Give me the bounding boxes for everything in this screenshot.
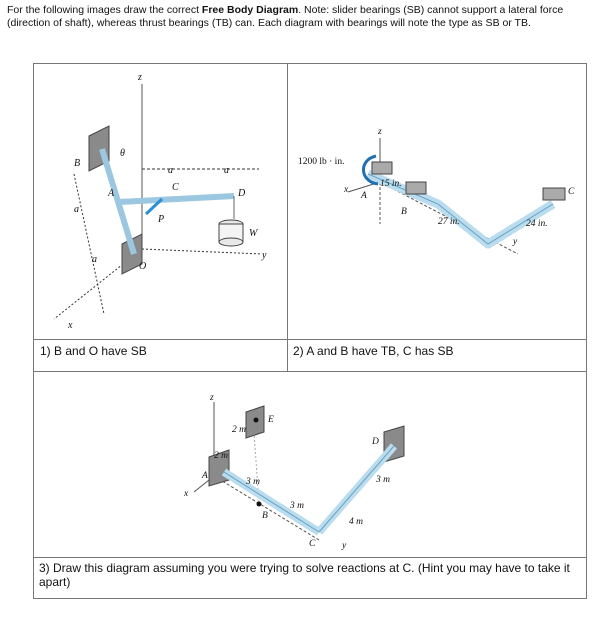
problem-1-caption-cell: 1) B and O have SB bbox=[33, 339, 289, 373]
instructions-suffix: . Note: slider bearings (SB) cannot supp… bbox=[7, 4, 564, 29]
p1-dim-a-4: a bbox=[92, 254, 97, 265]
p1-x-axis-label: x bbox=[67, 320, 73, 331]
p3-label-B: B bbox=[262, 511, 268, 521]
p3-x-axis-label: x bbox=[183, 489, 189, 499]
p2-label-A: A bbox=[360, 191, 367, 201]
p1-label-D: D bbox=[237, 188, 246, 199]
problem-2-caption-cell: 2) A and B have TB, C has SB bbox=[287, 339, 587, 373]
p3-dim-3m-vertical: 3 m bbox=[375, 475, 390, 485]
p2-y-axis-label: y bbox=[512, 237, 518, 247]
p3-z-axis-label: z bbox=[209, 393, 214, 403]
problem-2-figure-cell: 1200 lb · in. z x y A B C 15 in. 27 in. … bbox=[287, 63, 587, 341]
p2-dim-27in: 27 in. bbox=[438, 217, 460, 227]
p3-label-C: C bbox=[309, 539, 316, 549]
p2-label-C: C bbox=[568, 187, 575, 197]
p2-label-B: B bbox=[401, 207, 407, 217]
instructions-prefix: For the following images draw the correc… bbox=[7, 4, 202, 16]
p2-x-axis-label: x bbox=[343, 185, 349, 195]
problem-3-figure-cell: z x y A B C D E 2 m 2 m 3 m 3 m 3 m 4 m bbox=[33, 371, 587, 559]
problem-2-caption: 2) A and B have TB, C has SB bbox=[293, 344, 454, 358]
problem-3-caption-cell: 3) Draw this diagram assuming you were t… bbox=[33, 557, 587, 599]
p1-label-C: C bbox=[172, 182, 179, 193]
problem-1-caption: 1) B and O have SB bbox=[40, 344, 147, 358]
instructions-bold: Free Body Diagram bbox=[201, 4, 299, 16]
p3-label-D: D bbox=[371, 437, 379, 447]
p1-label-theta: θ bbox=[120, 148, 125, 159]
p1-label-A: A bbox=[107, 188, 115, 199]
problem-3-figure: z x y A B C D E 2 m 2 m 3 m 3 m 3 m 4 m bbox=[183, 393, 405, 551]
p2-dim-24in: 24 in. bbox=[526, 219, 548, 229]
p3-label-A: A bbox=[201, 471, 208, 481]
p1-dim-a-3: a bbox=[74, 204, 79, 215]
p2-moment-label: 1200 lb · in. bbox=[298, 157, 344, 167]
problem-2-figure: 1200 lb · in. z x y A B C 15 in. 27 in. … bbox=[298, 127, 575, 255]
p3-label-E: E bbox=[267, 415, 274, 425]
p1-dim-a-1: a bbox=[168, 165, 173, 176]
p2-dim-15in: 15 in. bbox=[380, 179, 402, 189]
p1-label-B: B bbox=[74, 158, 80, 169]
p1-z-axis-label: z bbox=[137, 72, 142, 83]
p2-z-axis-label: z bbox=[377, 127, 382, 137]
p3-y-axis-label: y bbox=[341, 541, 347, 551]
problem-1-figure-cell: z x y B A C D O P W θ a a a a bbox=[33, 63, 289, 341]
instructions-text: For the following images draw the correc… bbox=[7, 4, 603, 30]
p3-dim-4m: 4 m bbox=[349, 517, 363, 527]
problem-1-figure: z x y B A C D O P W θ a a a a bbox=[53, 72, 267, 331]
p3-dim-3m-bc: 3 m bbox=[289, 501, 304, 511]
problem-3-caption: 3) Draw this diagram assuming you were t… bbox=[39, 561, 570, 589]
p3-dim-3m-ab: 3 m bbox=[245, 477, 260, 487]
p3-dim-2m-upper: 2 m bbox=[232, 425, 246, 435]
p1-dim-a-2: a bbox=[224, 165, 229, 176]
p1-label-P: P bbox=[157, 214, 164, 225]
p1-label-O: O bbox=[139, 261, 146, 272]
p1-y-axis-label: y bbox=[261, 250, 267, 261]
p3-dim-2m-vertical: 2 m bbox=[214, 451, 228, 461]
p1-label-W: W bbox=[249, 228, 259, 239]
